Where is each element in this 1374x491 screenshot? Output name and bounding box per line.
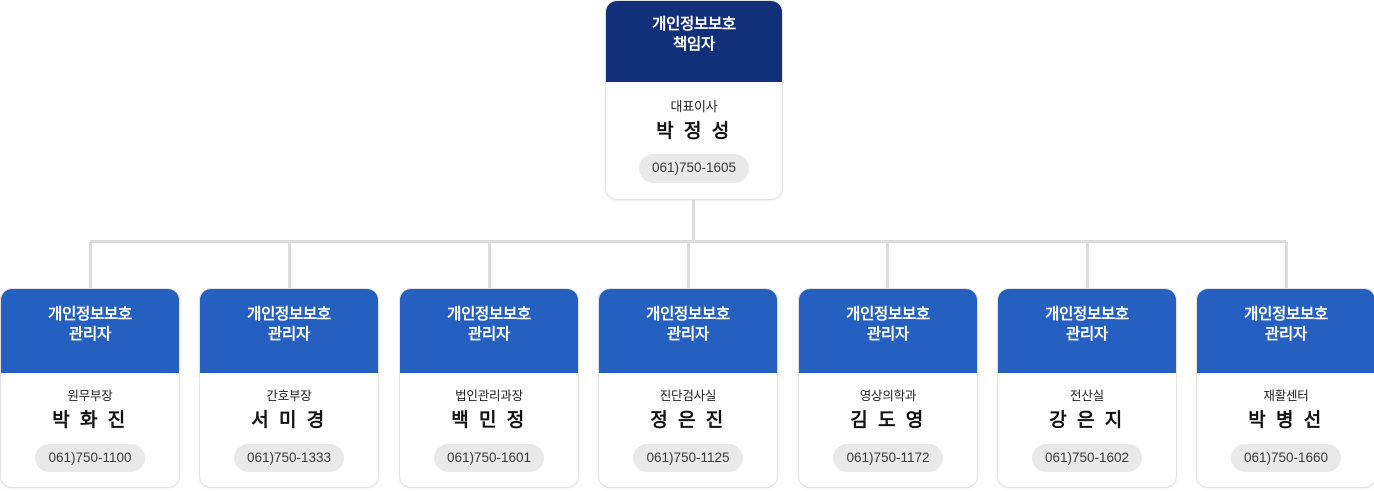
child-4-role-line2: 관리자	[667, 326, 709, 344]
child-2-role-line2: 관리자	[268, 326, 310, 344]
connector-root-stem	[692, 199, 695, 242]
card-body-child-5: 영상의학과 김 도 영 061)750-1172	[799, 373, 977, 473]
org-card-root[interactable]: 개인정보보호 책임자 대표이사 박 정 성 061)750-1605	[605, 0, 783, 200]
connector-branch-drop-5	[886, 242, 889, 292]
connector-branch-drop-2	[288, 242, 291, 292]
card-body-child-4: 진단검사실 정 은 진 061)750-1125	[599, 373, 777, 473]
card-header-child-2: 개인정보보호 관리자	[200, 289, 378, 373]
child-3-role-line1: 개인정보보호	[447, 306, 531, 323]
child-6-role-line2: 관리자	[1066, 326, 1108, 344]
child-7-role-line1: 개인정보보호	[1244, 306, 1328, 323]
child-3-department: 법인관리과장	[455, 389, 523, 403]
root-phone-badge[interactable]: 061)750-1605	[638, 154, 750, 183]
card-body-root: 대표이사 박 정 성 061)750-1605	[606, 82, 782, 183]
child-7-department: 재활센터	[1263, 389, 1309, 403]
child-7-role-line2: 관리자	[1265, 326, 1307, 344]
child-6-department: 전산실	[1070, 389, 1104, 403]
child-2-role-line1: 개인정보보호	[247, 306, 331, 323]
card-header-child-4: 개인정보보호 관리자	[599, 289, 777, 373]
connector-branch-drop-1	[89, 242, 92, 292]
root-name: 박 정 성	[656, 120, 732, 142]
child-5-phone-badge[interactable]: 061)750-1172	[833, 443, 943, 473]
root-role-line1: 개인정보보호	[652, 16, 736, 33]
org-card-child-1[interactable]: 개인정보보호 관리자 원무부장 박 화 진 061)750-1100	[0, 288, 180, 488]
card-header-child-7: 개인정보보호 관리자	[1197, 289, 1374, 373]
card-header-child-1: 개인정보보호 관리자	[1, 289, 179, 373]
child-5-department: 영상의학과	[859, 389, 917, 403]
card-header-root: 개인정보보호 책임자	[606, 1, 782, 82]
card-header-child-6: 개인정보보호 관리자	[998, 289, 1176, 373]
child-1-role-line1: 개인정보보호	[48, 306, 132, 323]
child-1-role-line2: 관리자	[69, 326, 111, 344]
root-department: 대표이사	[670, 99, 718, 114]
org-card-child-2[interactable]: 개인정보보호 관리자 간호부장 서 미 경 061)750-1333	[199, 288, 379, 488]
child-5-name: 김 도 영	[850, 410, 926, 431]
card-body-child-3: 법인관리과장 백 민 정 061)750-1601	[400, 373, 578, 473]
card-body-child-1: 원무부장 박 화 진 061)750-1100	[1, 373, 179, 473]
child-4-role-line1: 개인정보보호	[646, 306, 730, 323]
child-1-department: 원무부장	[67, 389, 113, 403]
card-body-child-2: 간호부장 서 미 경 061)750-1333	[200, 373, 378, 473]
connector-branch-drop-7	[1285, 242, 1288, 292]
org-card-child-7[interactable]: 개인정보보호 관리자 재활센터 박 병 선 061)750-1660	[1196, 288, 1374, 488]
org-card-child-4[interactable]: 개인정보보호 관리자 진단검사실 정 은 진 061)750-1125	[598, 288, 778, 488]
child-4-phone-badge[interactable]: 061)750-1125	[633, 443, 743, 473]
connector-branch-drop-3	[488, 242, 491, 292]
card-body-child-7: 재활센터 박 병 선 061)750-1660	[1197, 373, 1374, 473]
child-2-phone-badge[interactable]: 061)750-1333	[233, 443, 345, 473]
child-2-name: 서 미 경	[251, 410, 327, 431]
child-6-name: 강 은 지	[1049, 410, 1125, 431]
connector-branch-drop-6	[1086, 242, 1089, 292]
child-2-department: 간호부장	[266, 389, 312, 403]
child-4-name: 정 은 진	[650, 410, 726, 431]
child-3-name: 백 민 정	[451, 410, 527, 431]
child-4-department: 진단검사실	[659, 389, 717, 403]
child-6-phone-badge[interactable]: 061)750-1602	[1031, 443, 1143, 473]
org-card-child-6[interactable]: 개인정보보호 관리자 전산실 강 은 지 061)750-1602	[997, 288, 1177, 488]
root-role-line2: 책임자	[673, 36, 715, 54]
card-body-child-6: 전산실 강 은 지 061)750-1602	[998, 373, 1176, 473]
child-6-role-line1: 개인정보보호	[1045, 306, 1129, 323]
child-5-role-line2: 관리자	[867, 326, 909, 344]
child-1-name: 박 화 진	[52, 410, 128, 431]
child-1-phone-badge[interactable]: 061)750-1100	[35, 443, 145, 473]
child-3-phone-badge[interactable]: 061)750-1601	[433, 443, 545, 473]
child-5-role-line1: 개인정보보호	[846, 306, 930, 323]
child-7-phone-badge[interactable]: 061)750-1660	[1230, 443, 1342, 473]
connector-branch-drop-4	[687, 242, 690, 292]
card-header-child-5: 개인정보보호 관리자	[799, 289, 977, 373]
child-7-name: 박 병 선	[1248, 410, 1324, 431]
org-card-child-5[interactable]: 개인정보보호 관리자 영상의학과 김 도 영 061)750-1172	[798, 288, 978, 488]
child-3-role-line2: 관리자	[468, 326, 510, 344]
connector-horizontal-trunk	[90, 240, 1286, 243]
card-header-child-3: 개인정보보호 관리자	[400, 289, 578, 373]
org-card-child-3[interactable]: 개인정보보호 관리자 법인관리과장 백 민 정 061)750-1601	[399, 288, 579, 488]
